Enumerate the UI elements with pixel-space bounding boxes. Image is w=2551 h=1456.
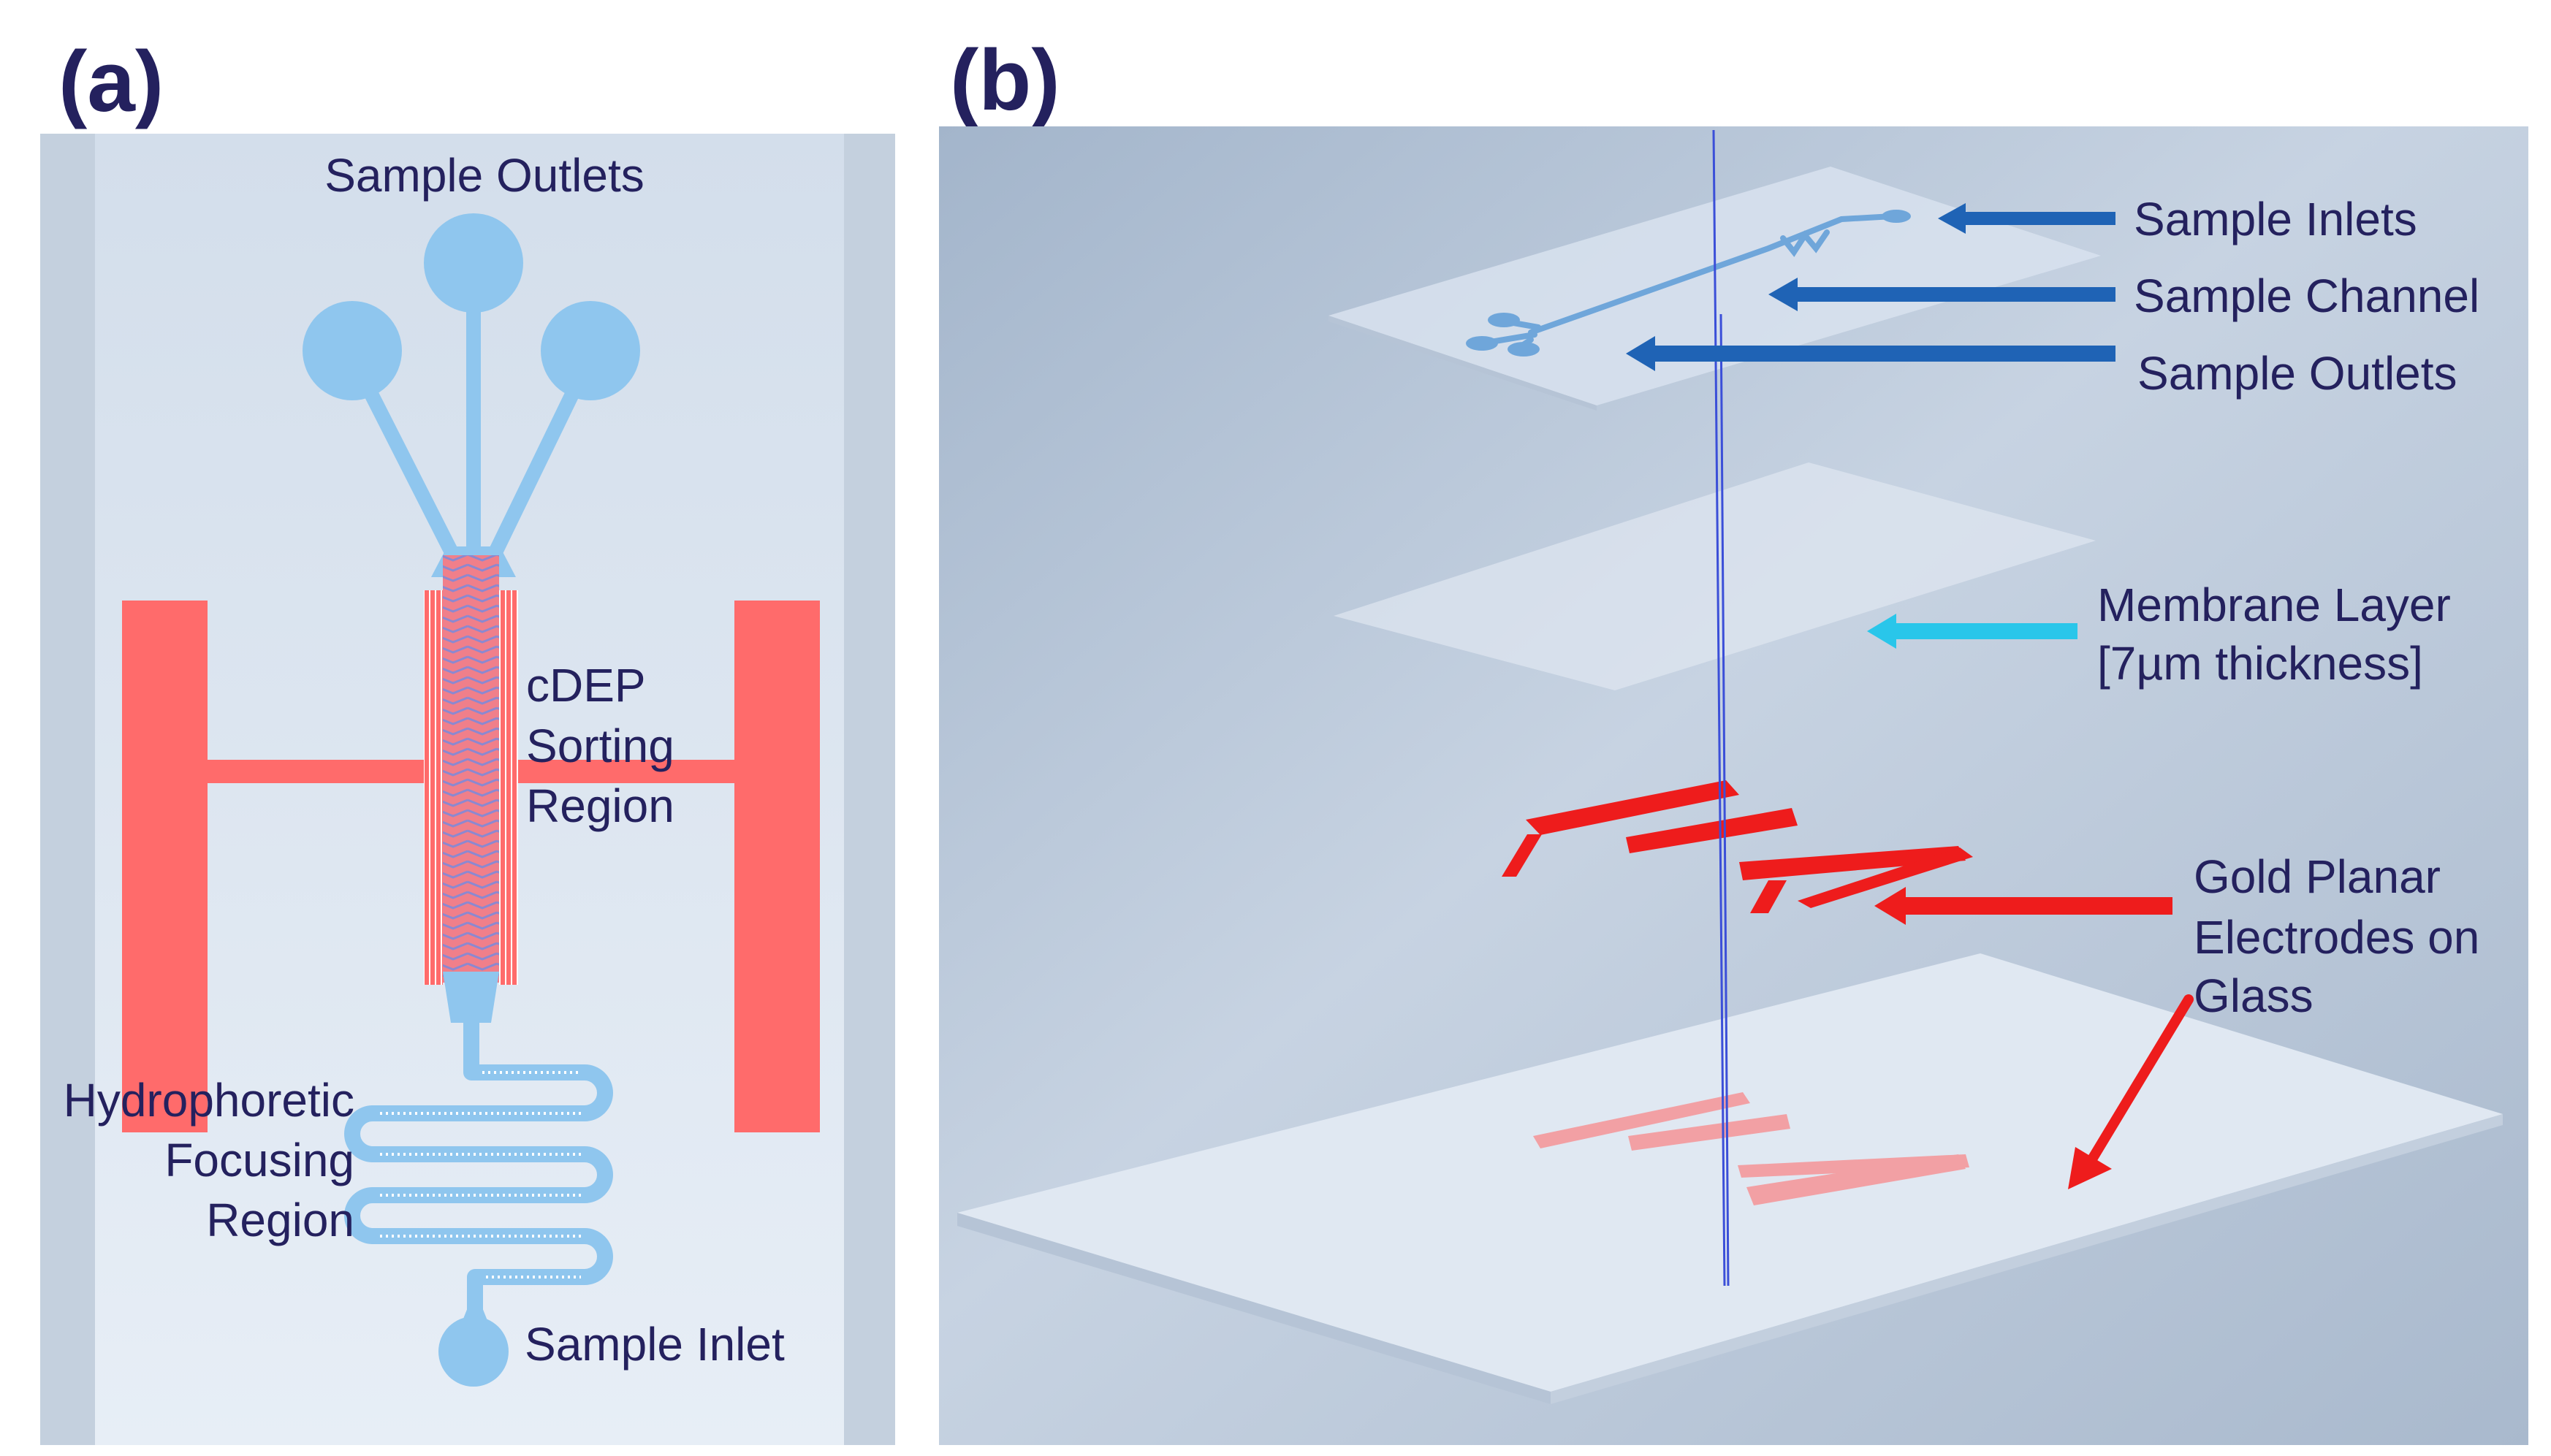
arrow-sample-channel bbox=[1768, 278, 2115, 311]
panel-b: (b) bbox=[939, 32, 2528, 1445]
label-region-hydro: Region bbox=[206, 1194, 354, 1246]
panel-a: (a) bbox=[40, 34, 895, 1445]
glass-plate-top bbox=[957, 953, 2503, 1392]
label-focusing: Focusing bbox=[164, 1134, 354, 1186]
glass-electrode-pattern bbox=[1533, 1092, 1969, 1205]
panel-b-letter: (b) bbox=[950, 32, 1060, 129]
left-electrode-arm bbox=[208, 760, 427, 783]
glass-plate-edge bbox=[957, 1213, 1551, 1404]
label-sample-outlets: Sample Outlets bbox=[324, 149, 645, 202]
arrow-glass-diagonal bbox=[2068, 994, 2194, 1189]
outlet-reservoir-left bbox=[303, 301, 402, 400]
outlet-reservoir-right bbox=[541, 301, 640, 400]
label-membrane-layer: Membrane Layer bbox=[2097, 579, 2451, 631]
label-cdep: cDEP bbox=[526, 659, 646, 712]
arrow-membrane-layer bbox=[1867, 614, 2077, 649]
label-sample-inlet: Sample Inlet bbox=[525, 1318, 785, 1371]
3d-electrodes bbox=[1502, 780, 1973, 913]
panel-a-letter: (a) bbox=[58, 34, 164, 130]
label-sorting: Sorting bbox=[526, 720, 674, 772]
alignment-lines bbox=[1712, 129, 1730, 1287]
right-electrode-teeth bbox=[499, 590, 518, 985]
label-region-cdep: Region bbox=[526, 780, 674, 832]
label-sample-outlets-b: Sample Outlets bbox=[2137, 347, 2457, 400]
electrode-pair bbox=[122, 590, 820, 1132]
right-electrode-pad bbox=[734, 601, 820, 1132]
cdep-channel-taper bbox=[443, 972, 499, 1023]
label-sample-inlets: Sample Inlets bbox=[2134, 193, 2417, 245]
label-sample-channel: Sample Channel bbox=[2134, 270, 2479, 322]
cdep-sorting-channel bbox=[443, 555, 499, 983]
right-electrode-arm bbox=[515, 760, 734, 783]
serpentine-ridges bbox=[380, 1071, 581, 1278]
arrow-gold-electrodes bbox=[1874, 887, 2172, 925]
label-electrodes-on: Electrodes on bbox=[2194, 911, 2479, 964]
arrow-sample-outlets bbox=[1626, 336, 2115, 371]
label-glass: Glass bbox=[2194, 969, 2314, 1022]
3d-outlet-reservoirs bbox=[1466, 210, 1911, 357]
label-membrane-thickness: [7µm thickness] bbox=[2097, 637, 2423, 690]
hydrophoretic-serpentine bbox=[344, 1015, 613, 1323]
label-gold-planar: Gold Planar bbox=[2194, 850, 2441, 903]
membrane-layer-plate bbox=[1334, 462, 2096, 690]
panel-a-left-strip bbox=[40, 134, 95, 1445]
left-electrode-teeth bbox=[424, 590, 443, 985]
panel-a-right-strip bbox=[844, 134, 895, 1445]
label-hydrophoretic: Hydrophoretic bbox=[64, 1074, 354, 1127]
left-electrode-pad bbox=[122, 601, 208, 1132]
channel-layer-edge bbox=[1328, 316, 1597, 411]
outlet-reservoir-center bbox=[424, 213, 523, 313]
arrow-sample-inlets bbox=[1938, 203, 2115, 234]
glass-plate-right-edge bbox=[1551, 1114, 2503, 1404]
sample-inlet-reservoir bbox=[438, 1316, 509, 1387]
